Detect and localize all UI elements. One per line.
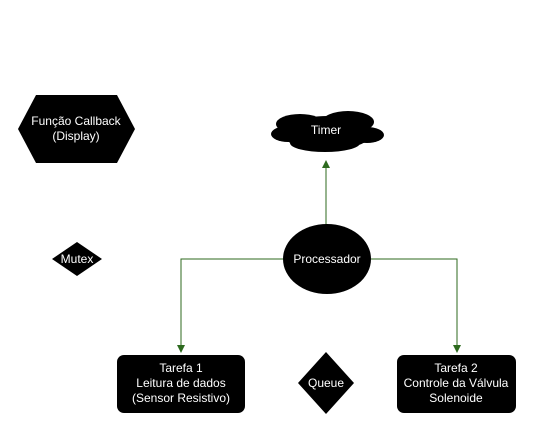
tarefa2-rect-shape — [397, 355, 516, 413]
queue-diamond-shape — [298, 352, 354, 414]
arrow-processador-to-tarefa1[interactable] — [177, 258, 283, 353]
tarefa1-node[interactable]: Tarefa 1 Leitura de dados (Sensor Resist… — [117, 355, 245, 413]
timer-label: Timer — [311, 123, 341, 137]
queue-node[interactable]: Queue — [298, 352, 354, 414]
tarefa1-label-line1: Tarefa 1 — [159, 361, 203, 375]
callback-label-line1: Função Callback — [31, 114, 121, 128]
tarefa2-node[interactable]: Tarefa 2 Controle da Válvula Solenoide — [397, 355, 516, 413]
tarefa2-label-line2: Controle da Válvula — [404, 376, 509, 390]
processador-node[interactable]: Processador — [283, 224, 371, 294]
callback-node[interactable]: Função Callback (Display) — [18, 95, 135, 163]
callback-label-line2: (Display) — [52, 129, 99, 143]
tarefa1-label-line2: Leitura de dados — [136, 376, 225, 390]
timer-cloud-shape — [271, 111, 384, 152]
mutex-node[interactable]: Mutex — [52, 242, 102, 276]
mutex-diamond-shape — [52, 242, 102, 276]
connectors — [177, 160, 461, 353]
tarefa1-rect-shape — [117, 355, 245, 413]
mutex-label: Mutex — [61, 252, 94, 266]
tarefa2-label-line1: Tarefa 2 — [434, 361, 478, 375]
processador-ellipse-shape — [283, 224, 371, 294]
tarefa1-label-line3: (Sensor Resistivo) — [132, 391, 230, 405]
timer-node[interactable]: Timer — [271, 111, 384, 152]
queue-label: Queue — [308, 376, 344, 390]
callback-hexagon-shape — [18, 95, 135, 163]
tarefa2-label-line3: Solenoide — [429, 391, 483, 405]
arrow-processador-to-tarefa2[interactable] — [371, 258, 461, 353]
processador-label: Processador — [293, 252, 360, 266]
